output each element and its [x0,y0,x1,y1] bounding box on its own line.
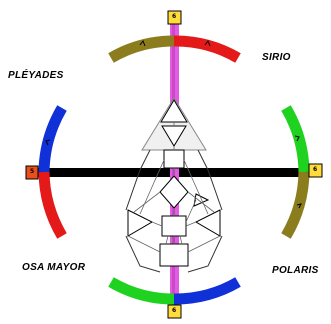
bottom-arc-blue [174,282,238,299]
label-osa-mayor: OSA MAYOR [22,262,85,273]
left-arc-blue [44,108,62,172]
bodygraph-figure [126,98,222,272]
bottom-arc-green [111,282,174,299]
top-marker-label: 6 [172,13,176,20]
right-marker-label: 6 [313,166,317,173]
right-arc-green [286,108,304,172]
bottom-marker-label: 6 [172,307,176,314]
left-arc-red [44,172,62,236]
label-polaris: POLARIS [272,265,319,276]
label-sirio: SIRIO [262,52,291,63]
label-pleyades: PLÉYADES [8,70,64,81]
top-arc-olive [111,41,174,58]
left-marker-label: 5 [30,168,34,175]
